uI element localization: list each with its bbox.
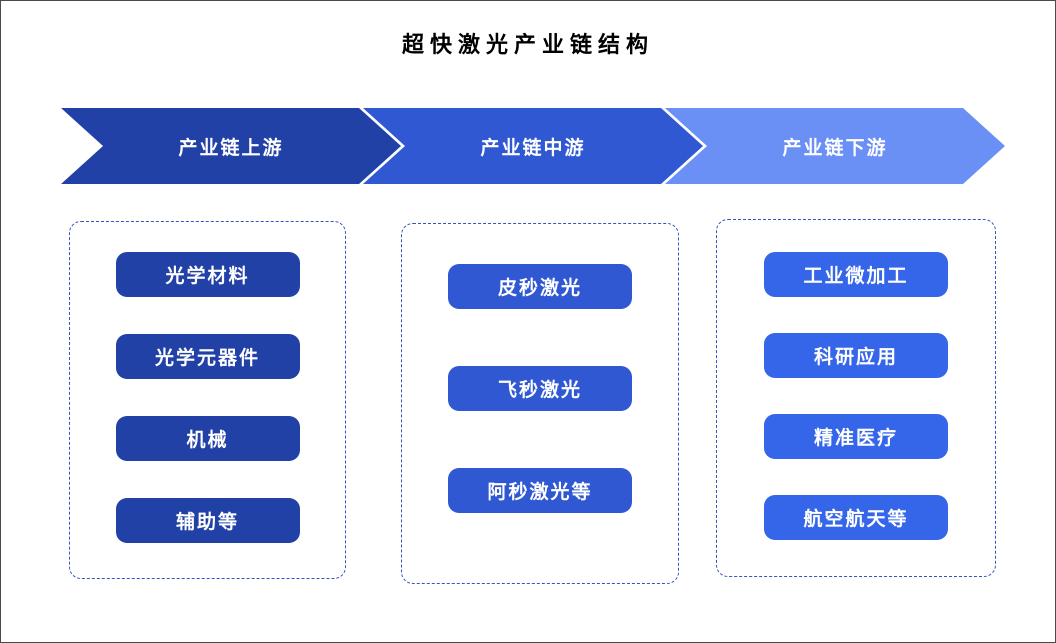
arrow-downstream-label: 产业链下游 xyxy=(782,137,888,159)
downstream-group: 工业微加工 科研应用 精准医疗 航空航天等 xyxy=(716,219,996,577)
item-industrial-micromachining: 工业微加工 xyxy=(764,252,948,297)
page-title: 超快激光产业链结构 xyxy=(401,32,654,57)
item-picosecond-laser: 皮秒激光 xyxy=(448,264,632,309)
item-research-applications: 科研应用 xyxy=(764,333,948,378)
midstream-group: 皮秒激光 飞秒激光 阿秒激光等 xyxy=(401,223,679,584)
item-optical-materials: 光学材料 xyxy=(115,252,300,297)
arrow-midstream-label: 产业链中游 xyxy=(480,137,586,159)
upstream-group: 光学材料 光学元器件 机械 辅助等 xyxy=(69,221,346,579)
arrow-upstream: 产业链上游 xyxy=(61,108,401,184)
arrow-upstream-label: 产业链上游 xyxy=(178,137,284,159)
item-machinery: 机械 xyxy=(115,416,300,461)
item-precision-medicine: 精准医疗 xyxy=(764,414,948,459)
item-auxiliary: 辅助等 xyxy=(115,498,300,543)
stage-arrows: 产业链上游 产业链中游 产业链下游 xyxy=(61,108,1005,184)
arrow-downstream: 产业链下游 xyxy=(665,108,1005,184)
item-optical-components: 光学元器件 xyxy=(115,334,300,379)
item-attosecond-laser: 阿秒激光等 xyxy=(448,468,632,513)
item-aerospace: 航空航天等 xyxy=(764,495,948,540)
item-femtosecond-laser: 飞秒激光 xyxy=(448,366,632,411)
arrow-midstream: 产业链中游 xyxy=(363,108,703,184)
